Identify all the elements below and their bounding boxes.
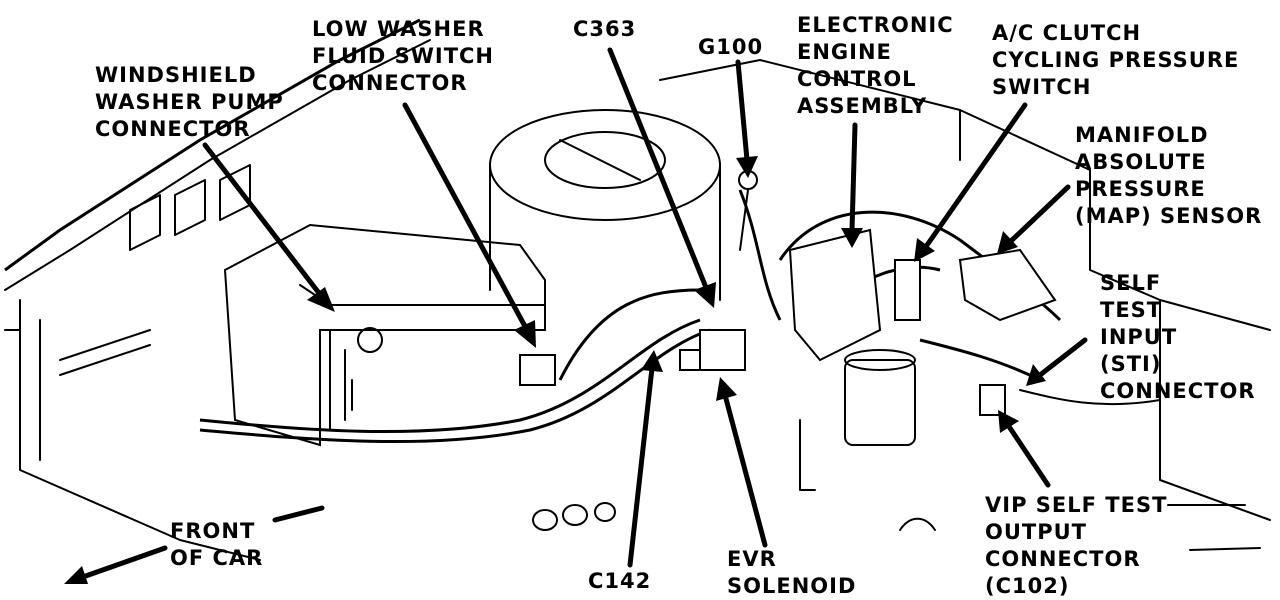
arrow-map-sensor: [1007, 184, 1071, 245]
arrow-low-washer: [402, 102, 530, 333]
arrow-evr: [722, 392, 768, 548]
components: [519, 170, 1057, 531]
label-line: OUTPUT: [985, 520, 1087, 544]
label-line: SELF: [1100, 271, 1162, 295]
label-low-washer-fluid-switch-connector: LOW WASHER FLUID SWITCH CONNECTOR: [312, 16, 494, 97]
label-line: A/C CLUTCH: [992, 21, 1142, 45]
label-line: (C102): [985, 574, 1070, 598]
label-line: ABSOLUTE: [1075, 150, 1207, 174]
label-windshield-washer-pump-connector: WINDSHIELD WASHER PUMP CONNECTOR: [95, 62, 284, 143]
label-g100: G100: [698, 34, 763, 61]
label-line: (MAP) SENSOR: [1075, 204, 1263, 228]
label-line: FRONT: [170, 519, 256, 543]
label-line: PRESSURE: [1075, 177, 1206, 201]
label-map-sensor: MANIFOLD ABSOLUTE PRESSURE (MAP) SENSOR: [1075, 122, 1262, 230]
arrow-c363: [607, 47, 710, 293]
arrow-c142: [627, 365, 655, 568]
label-line: OF CAR: [170, 546, 264, 570]
arrow-sti: [1037, 337, 1088, 378]
label-line: G100: [698, 35, 764, 59]
label-line: ASSEMBLY: [797, 94, 928, 118]
cowl-vents: [59, 164, 251, 376]
arrow-ecm: [849, 122, 858, 233]
label-line: ELECTRONIC: [797, 13, 954, 37]
label-line: CONNECTOR: [95, 117, 251, 141]
arrow-vip: [1005, 422, 1051, 488]
label-line: WASHER PUMP: [95, 90, 284, 114]
label-line: TEST: [1100, 298, 1163, 322]
label-line: CONNECTOR: [985, 547, 1141, 571]
label-line: CONTROL: [797, 67, 917, 91]
label-electronic-engine-control-assembly: ELECTRONIC ENGINE CONTROL ASSEMBLY: [797, 12, 954, 120]
label-line: VIP SELF TEST: [985, 493, 1168, 517]
body-outline: [4, 18, 1271, 561]
pointer-arrows: [64, 47, 1261, 584]
label-line: MANIFOLD: [1075, 123, 1209, 147]
label-c363: C363: [573, 16, 636, 43]
label-line: (STI): [1100, 352, 1162, 376]
label-self-test-input-connector: SELF TEST INPUT (STI) CONNECTOR: [1100, 270, 1256, 405]
label-line: C363: [573, 17, 637, 41]
label-line: INPUT: [1100, 325, 1178, 349]
label-line: LOW WASHER: [312, 17, 485, 41]
label-line: SOLENOID: [727, 574, 857, 598]
label-line: EVR: [727, 547, 777, 571]
label-line: SWITCH: [992, 75, 1092, 99]
strut-tower: [489, 109, 721, 301]
label-vip-self-test-output-connector: VIP SELF TEST OUTPUT CONNECTOR (C102): [985, 492, 1167, 600]
label-line: CONNECTOR: [312, 71, 468, 95]
label-evr-solenoid: EVR SOLENOID: [727, 546, 856, 600]
label-c142: C142: [588, 568, 651, 595]
label-ac-clutch-cycling-pressure-switch: A/C CLUTCH CYCLING PRESSURE SWITCH: [992, 20, 1239, 101]
washer-reservoir: [223, 223, 546, 447]
label-line: CONNECTOR: [1100, 379, 1256, 403]
label-front-of-car: FRONT OF CAR: [170, 518, 263, 572]
label-line: CYCLING PRESSURE: [992, 48, 1240, 72]
label-line: C142: [588, 569, 652, 593]
arrow-ac-clutch: [922, 102, 1028, 251]
label-line: WINDSHIELD: [95, 63, 257, 87]
label-line: ENGINE: [797, 40, 892, 64]
arrow-g100: [735, 59, 750, 163]
label-line: FLUID SWITCH: [312, 44, 494, 68]
arrow-front: [77, 545, 168, 581]
arrow-washer-pump: [202, 142, 325, 300]
